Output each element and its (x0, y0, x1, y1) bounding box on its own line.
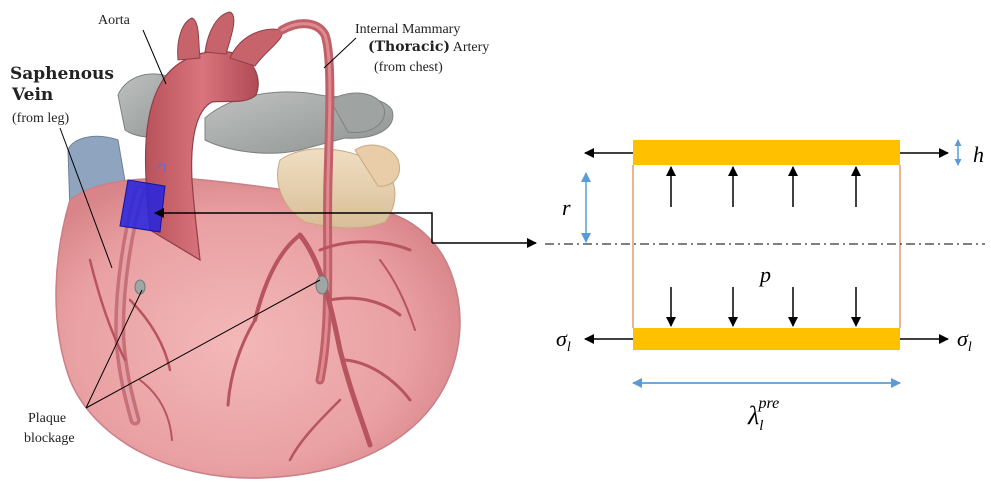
saphenous-label-line3: (from leg) (12, 111, 69, 126)
wall-top (633, 140, 900, 165)
plaque-spot-2 (135, 280, 145, 294)
heart-illustration (56, 12, 460, 478)
stress-right-sub: l (968, 340, 972, 355)
mammary-label-bold: (Thoracic) (368, 39, 450, 55)
mammary-label-line3: (from chest) (374, 60, 443, 75)
pressure-arrows-top (671, 167, 856, 207)
aortic-branch-1 (178, 18, 200, 60)
radius-label: r (562, 195, 571, 220)
mammary-label-line1: Internal Mammary (355, 22, 460, 37)
stress-label-left: σl (556, 326, 571, 355)
saphenous-label-line1: Saphenous (10, 64, 114, 84)
saphenous-label-line2: Vein (11, 85, 53, 105)
prestretch-label: λl pre (747, 395, 779, 434)
pressure-label: p (758, 262, 771, 287)
vessel-wall-model: h r p σl σl λlpre (545, 140, 985, 434)
plaque-label-line1: Plaque (28, 411, 66, 426)
pressure-arrows-bottom (671, 287, 856, 326)
stress-left-sub: l (567, 340, 571, 355)
mammary-label-line2: (Thoracic) Artery (368, 39, 489, 55)
prestretch-symbol: λ (747, 401, 759, 430)
plaque-label-line2: blockage (24, 431, 75, 446)
prestretch-sub: l (759, 418, 763, 434)
wall-bottom (633, 328, 900, 350)
aortic-branch-2 (205, 12, 234, 54)
stress-label-right: σl (957, 326, 972, 355)
graft-patch (120, 180, 165, 232)
plaque-spot-1 (316, 276, 328, 294)
aortic-branch-3 (230, 29, 282, 66)
prestretch-sup: pre (757, 395, 779, 412)
mammary-label-rest: Artery (450, 40, 489, 55)
thickness-label: h (973, 142, 984, 167)
aorta-label: Aorta (98, 13, 131, 28)
